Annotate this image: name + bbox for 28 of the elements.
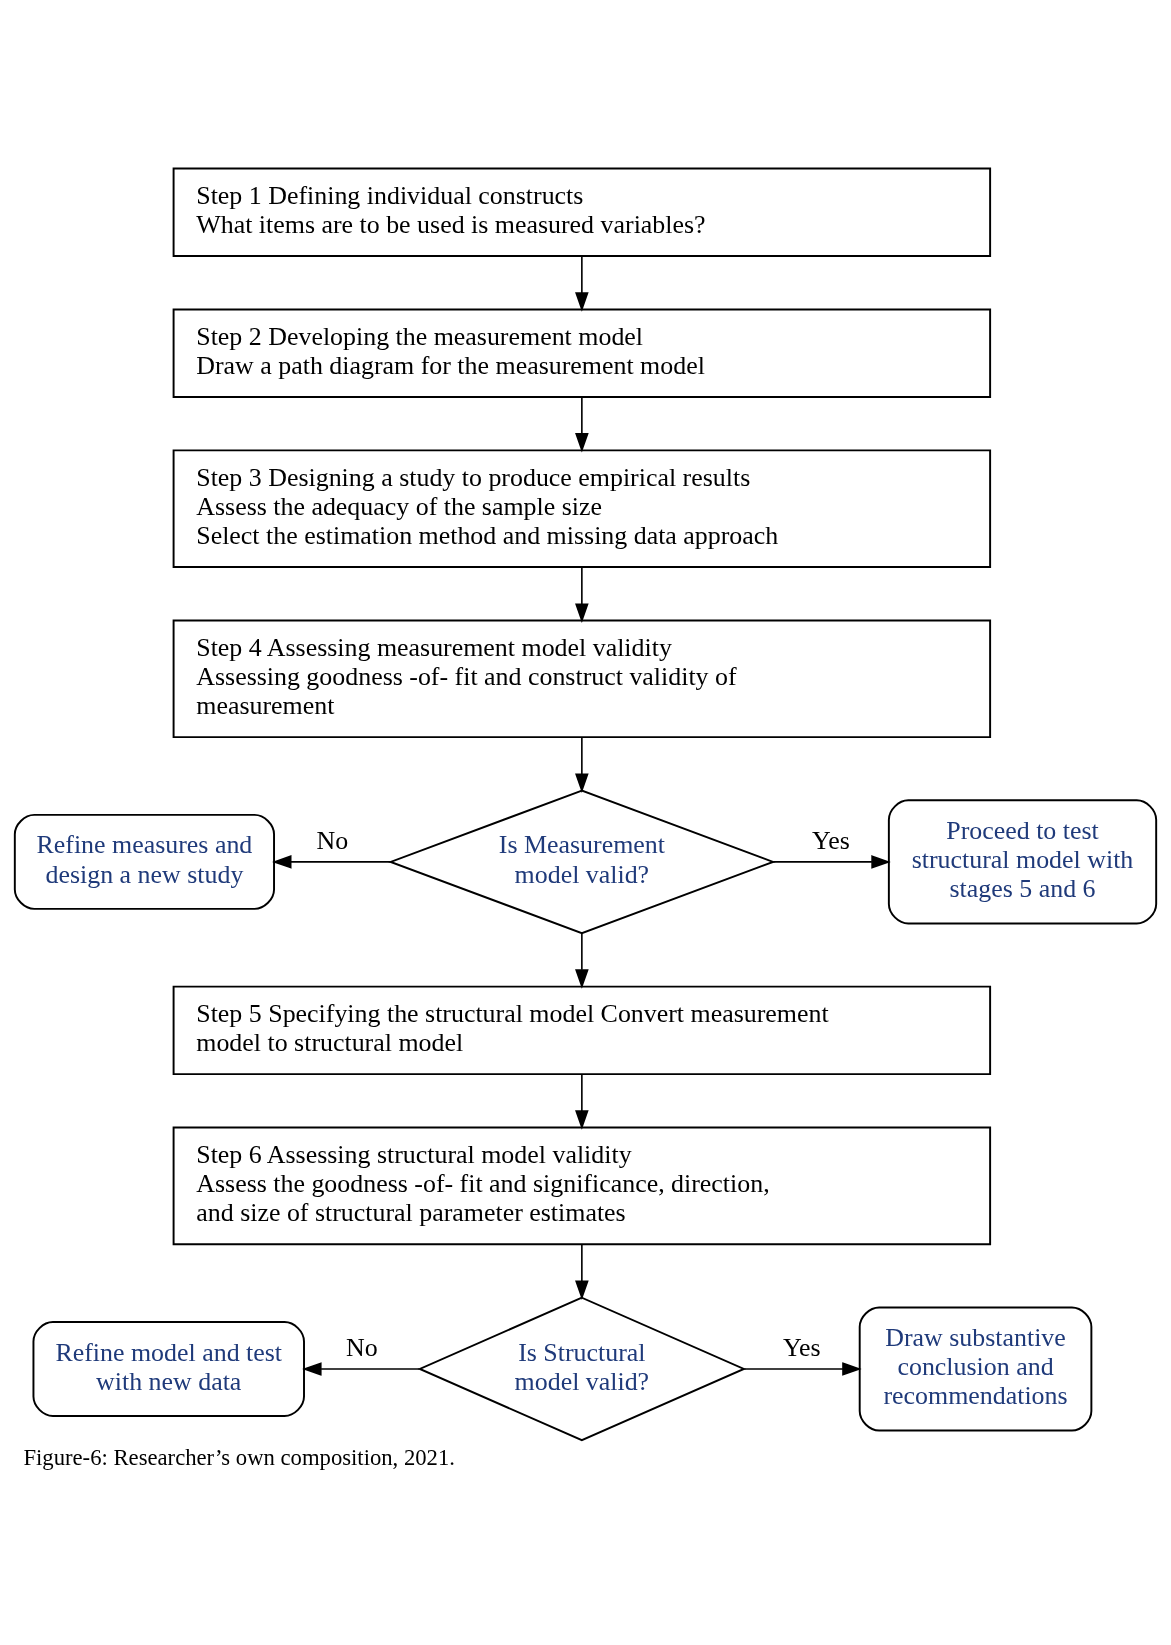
node-box: Proceed to test structural model with stages 5 and 6	[887, 798, 1158, 924]
edge-label: No	[346, 1332, 378, 1362]
arrow	[575, 736, 589, 793]
edge-label: Yes	[812, 825, 850, 855]
arrow	[772, 854, 891, 869]
node-diamond: Is Measurement model valid?	[387, 789, 776, 934]
node-box: Refine model and test with new data	[32, 1320, 305, 1417]
node-box: Step 4 Assessing measurement model validity Assessing goodness -of- fit and construct validity of measurement	[172, 619, 992, 738]
arrow	[302, 1361, 421, 1376]
caption: Figure-6: Researcher’s own composition, 2021.	[23, 1444, 455, 1470]
arrow	[575, 932, 589, 989]
node-diamond: Is Structural model valid?	[417, 1296, 747, 1441]
node-box: Step 6 Assessing structural model validity Assess the goodness -of- fit and significance, direction, and size of structural parameter estimates	[172, 1126, 992, 1245]
edge-label: Yes	[782, 1332, 821, 1362]
arrow	[575, 1243, 589, 1300]
node-box: Step 1 Defining individual constructs What items are to be used is measured variables?	[172, 167, 992, 257]
node-box: Draw substantive conclusion and recommendations	[858, 1305, 1093, 1431]
node-box: Step 2 Developing the measurement model Draw a path diagram for the measurement model	[172, 307, 992, 398]
arrow	[575, 1073, 589, 1130]
arrow	[575, 395, 589, 453]
arrow	[743, 1361, 862, 1376]
arrow	[575, 565, 589, 623]
node-box: Step 3 Designing a study to produce empirical results Assess the adequacy of the sample size Select the estimation method and missing data approach	[172, 448, 992, 568]
arrow	[575, 255, 589, 312]
arrow	[272, 854, 392, 869]
node-box: Step 5 Specifying the structural model Convert measurement model to structural model	[172, 985, 992, 1075]
edge-label: No	[316, 825, 349, 855]
node-box: Refine measures and design a new study	[13, 813, 275, 910]
